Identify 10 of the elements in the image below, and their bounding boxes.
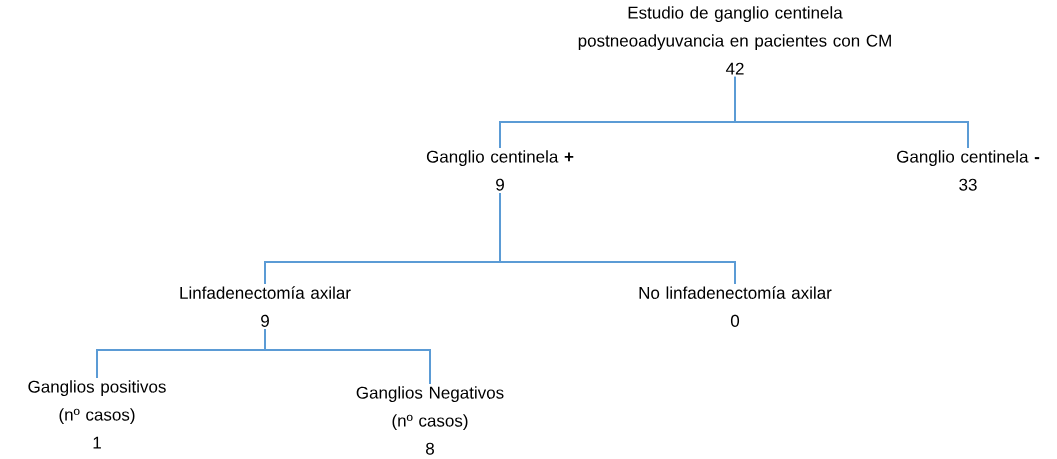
tree-label: Estudio de ganglio centinela postneoadyuvancia en pacientes con CM 42 bbox=[578, 6, 891, 75]
tree-connector bbox=[734, 75, 969, 149]
tree-label: Ganglio centinela - 33 bbox=[897, 150, 1040, 191]
tree-label: Ganglios positivos (nº casos) 1 bbox=[28, 380, 166, 449]
tree-label: Ganglios Negativos (nº casos) 8 bbox=[356, 386, 504, 455]
tree-label: Ganglio centinela + 9 bbox=[426, 150, 574, 191]
tree-connector bbox=[499, 191, 736, 285]
tree-label: No linfadenectomía axilar 0 bbox=[639, 286, 832, 327]
tree-connector bbox=[264, 328, 431, 385]
tree-label: Linfadenectomía axilar 9 bbox=[180, 286, 351, 327]
